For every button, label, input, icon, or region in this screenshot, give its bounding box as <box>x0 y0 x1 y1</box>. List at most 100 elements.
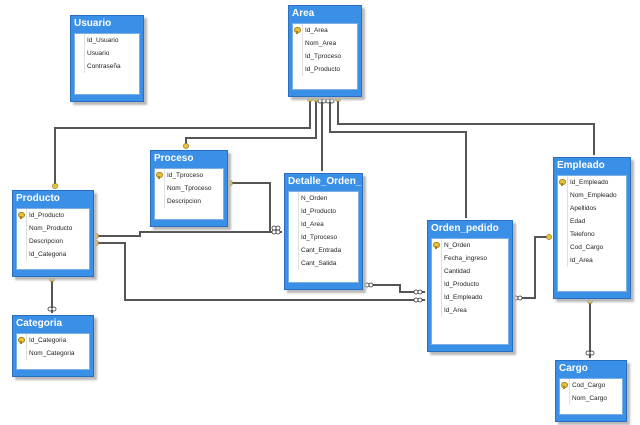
column-row[interactable]: Id_Area <box>432 304 508 317</box>
column-row[interactable]: Id_Area <box>293 24 357 37</box>
column-row[interactable]: Cod_Cargo <box>558 241 626 254</box>
column-row[interactable]: Id_Categoria <box>17 248 89 261</box>
column-name: Cant_Salida <box>301 260 337 267</box>
column-name: Nom_Area <box>305 40 337 47</box>
infinity-end-icon <box>513 295 523 301</box>
column-name: Cod_Cargo <box>570 244 604 251</box>
column-row[interactable]: Descripcion <box>17 235 89 248</box>
table-title[interactable]: Producto <box>16 193 60 204</box>
row-selector <box>289 205 299 218</box>
column-row[interactable]: Id_Producto <box>293 63 357 76</box>
row-selector <box>75 34 85 47</box>
row-selector <box>558 202 568 215</box>
table-title[interactable]: Cargo <box>559 363 588 374</box>
column-name: Id_Area <box>305 27 328 34</box>
column-row[interactable]: Nom_Empleado <box>558 189 626 202</box>
table-title[interactable]: Usuario <box>74 18 112 29</box>
column-row[interactable]: Id_Empleado <box>558 176 626 189</box>
row-selector <box>289 192 299 205</box>
column-name: Cant_Entrada <box>301 247 342 254</box>
column-row[interactable]: Edad <box>558 215 626 228</box>
column-name: Id_Empleado <box>570 179 609 186</box>
infinity-end-icon <box>364 282 374 288</box>
column-row[interactable]: Id_Usuario <box>75 34 139 47</box>
column-row[interactable]: Id_Area <box>558 254 626 267</box>
column-name: Nom_Producto <box>29 225 73 232</box>
column-row[interactable]: Contraseña <box>75 60 139 73</box>
column-name: Id_Empleado <box>444 294 483 301</box>
key-end-icon <box>546 234 552 240</box>
column-name: Id_Categoria <box>29 251 67 258</box>
table-title[interactable]: Detalle_Orden_I <box>288 176 362 187</box>
column-row[interactable]: Id_Tproceso <box>293 50 357 63</box>
column-row[interactable]: Nom_Area <box>293 37 357 50</box>
infinity-end-icon <box>271 229 281 235</box>
column-row[interactable]: Cantidad <box>432 265 508 278</box>
relation-proceso-detalle <box>228 182 282 233</box>
row-selector <box>155 182 165 195</box>
column-row[interactable]: Id_Tproceso <box>155 169 223 182</box>
table-title[interactable]: Proceso <box>154 153 194 164</box>
column-row[interactable]: Nom_Tproceso <box>155 182 223 195</box>
column-name: Id_Producto <box>29 212 65 219</box>
column-row[interactable]: Apellidos <box>558 202 626 215</box>
row-selector <box>558 215 568 228</box>
column-row[interactable]: Id_Tproceso <box>289 231 358 244</box>
column-name: Cod_Cargo <box>572 382 606 389</box>
table-title[interactable]: Area <box>292 8 315 19</box>
key-end-icon <box>52 183 58 189</box>
row-selector <box>293 63 303 76</box>
relation-producto-orden <box>94 242 425 301</box>
primary-key-icon <box>433 242 440 249</box>
column-row[interactable]: Id_Producto <box>17 209 89 222</box>
column-row[interactable]: Id_Producto <box>432 278 508 291</box>
table-title[interactable]: Orden_pedido <box>431 223 499 234</box>
infinity-end-icon <box>413 297 423 303</box>
column-row[interactable]: Id_Area <box>289 218 358 231</box>
key-end-icon <box>587 298 593 304</box>
column-row[interactable]: Nom_Categoria <box>17 347 89 360</box>
column-row[interactable]: Telefono <box>558 228 626 241</box>
column-row[interactable]: Usuario <box>75 47 139 60</box>
primary-key-icon <box>18 337 25 344</box>
column-row[interactable]: Nom_Cargo <box>560 392 622 405</box>
column-row[interactable]: Descripcion <box>155 195 223 208</box>
table-title[interactable]: Categoria <box>16 318 63 329</box>
column-row[interactable]: Fecha_ingreso <box>432 252 508 265</box>
row-selector <box>289 231 299 244</box>
key-end-icon <box>183 143 189 149</box>
column-row[interactable]: Id_Empleado <box>432 291 508 304</box>
primary-key-icon <box>18 212 25 219</box>
column-row[interactable]: Cod_Cargo <box>560 379 622 392</box>
row-selector <box>293 37 303 50</box>
column-row[interactable]: Nom_Producto <box>17 222 89 235</box>
infinity-end-icon <box>413 289 423 295</box>
column-row[interactable]: Cant_Entrada <box>289 244 358 257</box>
column-row[interactable]: N_Orden <box>432 239 508 252</box>
column-name: Usuario <box>87 50 110 57</box>
row-selector <box>17 222 27 235</box>
row-selector <box>293 50 303 63</box>
column-row[interactable]: N_Orden <box>289 192 358 205</box>
row-selector <box>432 239 442 252</box>
table-title[interactable]: Empleado <box>557 160 605 171</box>
column-row[interactable]: Cant_Salida <box>289 257 358 270</box>
primary-key-icon <box>294 27 301 34</box>
primary-key-icon <box>156 172 163 179</box>
column-row[interactable]: Id_Categoria <box>17 334 89 347</box>
column-row[interactable]: Id_Producto <box>289 205 358 218</box>
